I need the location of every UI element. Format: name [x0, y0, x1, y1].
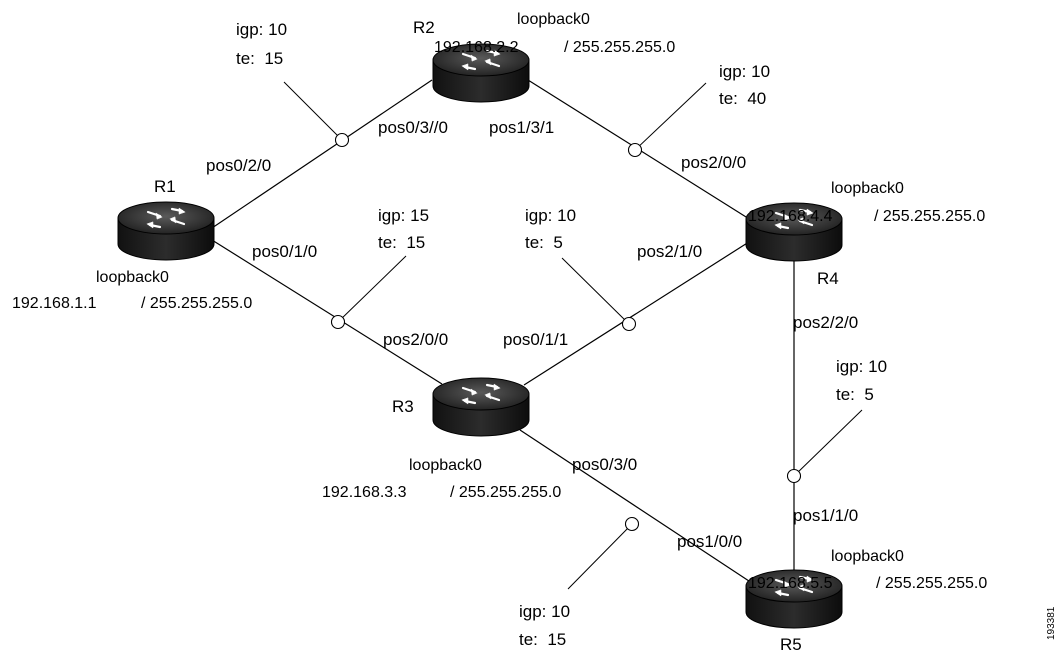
metric-r3-r4-igp: igp: 10	[525, 206, 576, 225]
router-r1-name: R1	[154, 177, 176, 196]
metric-r4-r5-igp: igp: 10	[836, 357, 887, 376]
router-r3-name: R3	[392, 397, 414, 416]
figure-id: 193381	[1046, 606, 1057, 640]
interface-r5-pos1-1-0: pos1/1/0	[793, 506, 858, 525]
router-r3-icon	[431, 376, 531, 438]
metric-r1-r3-igp: igp: 15	[378, 206, 429, 225]
router-r4-loopback-mask: / 255.255.255.0	[874, 208, 985, 225]
leader-r3-r5	[567, 523, 633, 590]
link-marker-r3-r5	[624, 516, 640, 532]
leader-r3-r4	[561, 257, 630, 325]
link-r1-r2	[211, 79, 433, 229]
metric-r1-r2-te: te: 15	[236, 49, 283, 68]
router-r4-loopback-ip: 192.168.4.4	[748, 208, 833, 225]
interface-r1-pos0-1-0: pos0/1/0	[252, 242, 317, 261]
link-r2-r4	[527, 79, 763, 228]
router-r4-loopback-label: loopback0	[831, 180, 904, 197]
router-r5-loopback-ip: 192.168.5.5	[748, 575, 833, 592]
router-r2-loopback-label: loopback0	[517, 11, 590, 28]
link-r3-r4	[523, 239, 753, 386]
router-r3-loopback-mask: / 255.255.255.0	[450, 484, 561, 501]
leader-r1-r3	[337, 255, 407, 323]
interface-r4-pos2-0-0: pos2/0/0	[681, 153, 746, 172]
metric-r4-r5-te: te: 5	[836, 385, 874, 404]
link-marker-r1-r3	[330, 314, 346, 330]
interface-r4-pos2-2-0: pos2/2/0	[793, 313, 858, 332]
interface-r3-pos0-3-0: pos0/3/0	[572, 455, 637, 474]
link-r1-r3	[211, 239, 443, 385]
router-r5-name: R5	[780, 635, 802, 654]
interface-r2-pos1-3-1: pos1/3/1	[489, 118, 554, 137]
interface-r3-pos0-1-1: pos0/1/1	[503, 330, 568, 349]
interface-r2-pos0-3-0: pos0/3//0	[378, 118, 448, 137]
interface-r3-pos2-0-0: pos2/0/0	[383, 330, 448, 349]
router-r1-icon	[116, 200, 216, 262]
metric-r3-r4-te: te: 5	[525, 233, 563, 252]
router-r2-name: R2	[413, 18, 435, 37]
metric-r2-r4-igp: igp: 10	[719, 62, 770, 81]
leader-r2-r4	[634, 82, 707, 151]
metric-r3-r5-igp: igp: 10	[519, 602, 570, 621]
router-r5-loopback-label: loopback0	[831, 548, 904, 565]
metric-r3-r5-te: te: 15	[519, 630, 566, 649]
router-r5-loopback-mask: / 255.255.255.0	[876, 575, 987, 592]
router-r1-loopback-mask: / 255.255.255.0	[141, 295, 252, 312]
interface-r1-pos0-2-0: pos0/2/0	[206, 156, 271, 175]
link-marker-r1-r2	[334, 132, 350, 148]
router-r1-loopback-label: loopback0	[96, 269, 169, 286]
link-marker-r3-r4	[621, 316, 637, 332]
link-r3-r5	[519, 429, 756, 586]
link-marker-r2-r4	[627, 142, 643, 158]
interface-r5-pos1-0-0: pos1/0/0	[677, 532, 742, 551]
metric-r1-r3-te: te: 15	[378, 233, 425, 252]
router-r3-loopback-ip: 192.168.3.3	[322, 484, 407, 501]
router-r3-loopback-label: loopback0	[409, 457, 482, 474]
metric-r1-r2-igp: igp: 10	[236, 20, 287, 39]
router-r2-loopback-mask: / 255.255.255.0	[564, 39, 675, 56]
leader-r4-r5	[793, 409, 863, 477]
router-r1-loopback-ip: 192.168.1.1	[12, 295, 97, 312]
link-marker-r4-r5	[786, 468, 802, 484]
leader-r1-r2	[283, 81, 343, 141]
router-r2-loopback-ip: 192.168.2.2	[434, 39, 519, 56]
router-r4-name: R4	[817, 269, 839, 288]
interface-r4-pos2-1-0: pos2/1/0	[637, 242, 702, 261]
metric-r2-r4-te: te: 40	[719, 89, 766, 108]
